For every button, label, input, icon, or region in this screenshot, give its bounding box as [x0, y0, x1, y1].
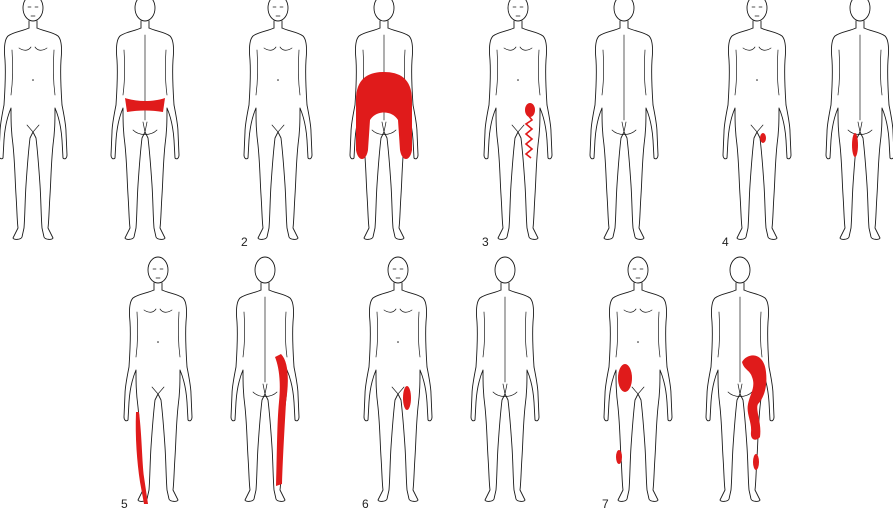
body-outline: [364, 257, 432, 501]
panel-1-front-figure: [0, 0, 67, 239]
front-details: [384, 269, 412, 394]
body-outline: [124, 257, 192, 501]
front-details: [144, 269, 172, 394]
pain-area: [760, 133, 766, 143]
pain-area: [753, 454, 759, 470]
body-outline: [244, 0, 312, 239]
pain-area: [616, 450, 622, 464]
back-details: [848, 35, 872, 135]
body-outline: [0, 0, 67, 239]
panel-7-front-figure: [604, 257, 672, 501]
panel-6-front-figure: [364, 257, 432, 501]
body-outline: [826, 0, 893, 239]
pain-area: [136, 412, 148, 504]
panel-3-label: 3: [482, 235, 489, 249]
panel-2-front-figure: [244, 0, 312, 239]
back-details: [253, 297, 277, 397]
panel-5-front-figure: [124, 257, 192, 504]
panel-4-back-figure: [826, 0, 893, 239]
body-outline: [723, 0, 791, 239]
panel-6-label: 6: [362, 497, 369, 511]
panel-3-front-figure: [484, 0, 552, 239]
pain-area: [852, 133, 858, 157]
back-details: [493, 297, 517, 397]
panel-7-label: 7: [602, 497, 609, 511]
pain-area: [526, 115, 532, 158]
pain-area: [275, 354, 288, 486]
panel-3-back-figure: [590, 0, 658, 239]
back-details: [728, 297, 752, 397]
pain-area: [525, 103, 535, 117]
front-details: [19, 7, 47, 132]
panel-2-back-figure: [350, 0, 418, 239]
pain-area: [403, 386, 411, 410]
front-details: [743, 7, 771, 132]
back-details: [133, 35, 157, 135]
panel-7-back-figure: [706, 257, 774, 501]
panel-1-back-figure: [111, 0, 179, 239]
panel-5-label: 5: [121, 497, 128, 511]
body-outline: [604, 257, 672, 501]
back-details: [612, 35, 636, 135]
front-details: [264, 7, 292, 132]
body-outline: [484, 0, 552, 239]
panel-4-label: 4: [722, 235, 729, 249]
panel-6-back-figure: [471, 257, 539, 501]
panel-5-back-figure: [231, 257, 299, 501]
panel-2-label: 2: [241, 235, 248, 249]
panel-4-front-figure: [723, 0, 791, 239]
pain-area: [618, 364, 632, 392]
